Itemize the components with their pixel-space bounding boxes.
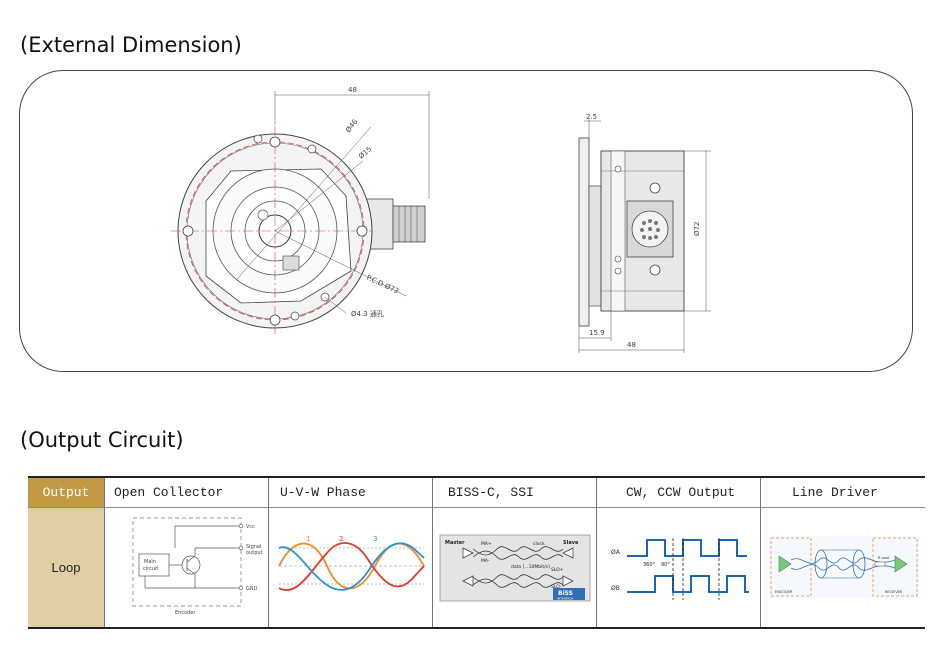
dim-48-label: 48 — [348, 86, 357, 94]
table-header-rule — [28, 507, 925, 508]
encoder-label: Encoder — [175, 610, 196, 616]
col-divider — [760, 478, 761, 627]
dim-48-side-label: 48 — [627, 341, 636, 349]
phase-b-label: ØB — [611, 585, 620, 592]
slave-label: Slave — [563, 540, 579, 546]
vcc-label: Vcc — [246, 524, 255, 530]
deg-90-label: 90° — [661, 562, 670, 568]
ma-plus-label: MA+ — [481, 541, 492, 547]
receiver-side-label: RECEIVER — [885, 590, 903, 594]
phase-2-label: 2 — [339, 535, 343, 543]
line-driver-diagram: R load ENCODER RECEIVER — [761, 508, 925, 627]
col-divider — [432, 478, 433, 627]
table-bottom-rule — [28, 627, 925, 629]
ma-minus-label: MA- — [481, 558, 490, 564]
main-circuit-label-2: circuit — [143, 566, 158, 572]
col-divider — [596, 478, 597, 627]
side-view: 2.5 Ø72 15.9 48 — [578, 113, 711, 353]
signal-label: Signal — [246, 544, 261, 550]
cw-ccw-waveform: ØA ØB 360° 90° — [597, 508, 760, 627]
col-header-biss: BISS-C, SSI — [448, 485, 534, 500]
phase-1-label: 1 — [306, 535, 310, 543]
loop-row-label: Loop — [28, 508, 104, 627]
biss-brand-label: BiSS — [558, 590, 573, 597]
col-header-uvw-phase: U-V-W Phase — [280, 485, 366, 500]
dia-15-label: Ø15 — [357, 145, 373, 160]
output-header-cell: Output — [28, 478, 104, 507]
front-view: 48 Ø46 Ø15 P.C.D Ø73 Ø4.3 通孔 — [171, 86, 430, 336]
open-collector-diagram: Main circuit Vcc Signal output GND Encod… — [105, 508, 268, 627]
master-label: Master — [445, 540, 465, 546]
clock-label: clock — [533, 541, 545, 547]
phase-3-label: 3 — [373, 535, 377, 543]
external-dimension-drawing: 48 Ø46 Ø15 P.C.D Ø73 Ø4.3 通孔 — [19, 70, 913, 372]
data-rate-label: data [...10Mbit/s] — [511, 564, 550, 570]
col-header-cw-ccw: CW, CCW Output — [626, 485, 736, 500]
uvw-phase-diagram: 1 2 3 — [269, 508, 432, 627]
main-circuit-label-1: Main — [144, 559, 156, 565]
col-header-open-collector: Open Collector — [114, 485, 224, 500]
dimension-section-title: (External Dimension) — [20, 33, 242, 57]
hole-label: Ø4.3 通孔 — [351, 309, 384, 318]
phase-a-label: ØA — [611, 549, 621, 556]
dim-2-5-label: 2.5 — [586, 113, 597, 121]
table-top-rule — [28, 476, 925, 478]
slo-plus-label: SLO+ — [551, 567, 564, 573]
dia-46-label: Ø46 — [344, 118, 360, 135]
biss-ssi-diagram: Master Slave MA+ MA- clock data [...10Mb… — [433, 508, 596, 627]
col-divider — [104, 478, 105, 627]
pcd-label: P.C.D Ø73 — [365, 274, 400, 296]
output-section-title: (Output Circuit) — [20, 428, 184, 452]
output-circuit-table: Output Loop Open Collector U-V-W Phase B… — [28, 476, 925, 629]
dim-72-label: Ø72 — [693, 222, 701, 236]
biss-brand-sub: INTERFACE — [557, 597, 573, 601]
col-divider — [268, 478, 269, 627]
deg-360-label: 360° — [643, 562, 656, 568]
gnd-label: GND — [246, 586, 258, 592]
dim-15-9-label: 15.9 — [589, 329, 605, 337]
encoder-side-label: ENCODER — [775, 590, 793, 594]
signal-output-label: output — [246, 550, 263, 556]
technical-drawing: 48 Ø46 Ø15 P.C.D Ø73 Ø4.3 通孔 — [171, 86, 711, 353]
r-load-label: R load — [878, 556, 889, 560]
slo-minus-label: SLO- — [551, 584, 562, 590]
col-header-line-driver: Line Driver — [792, 485, 878, 500]
